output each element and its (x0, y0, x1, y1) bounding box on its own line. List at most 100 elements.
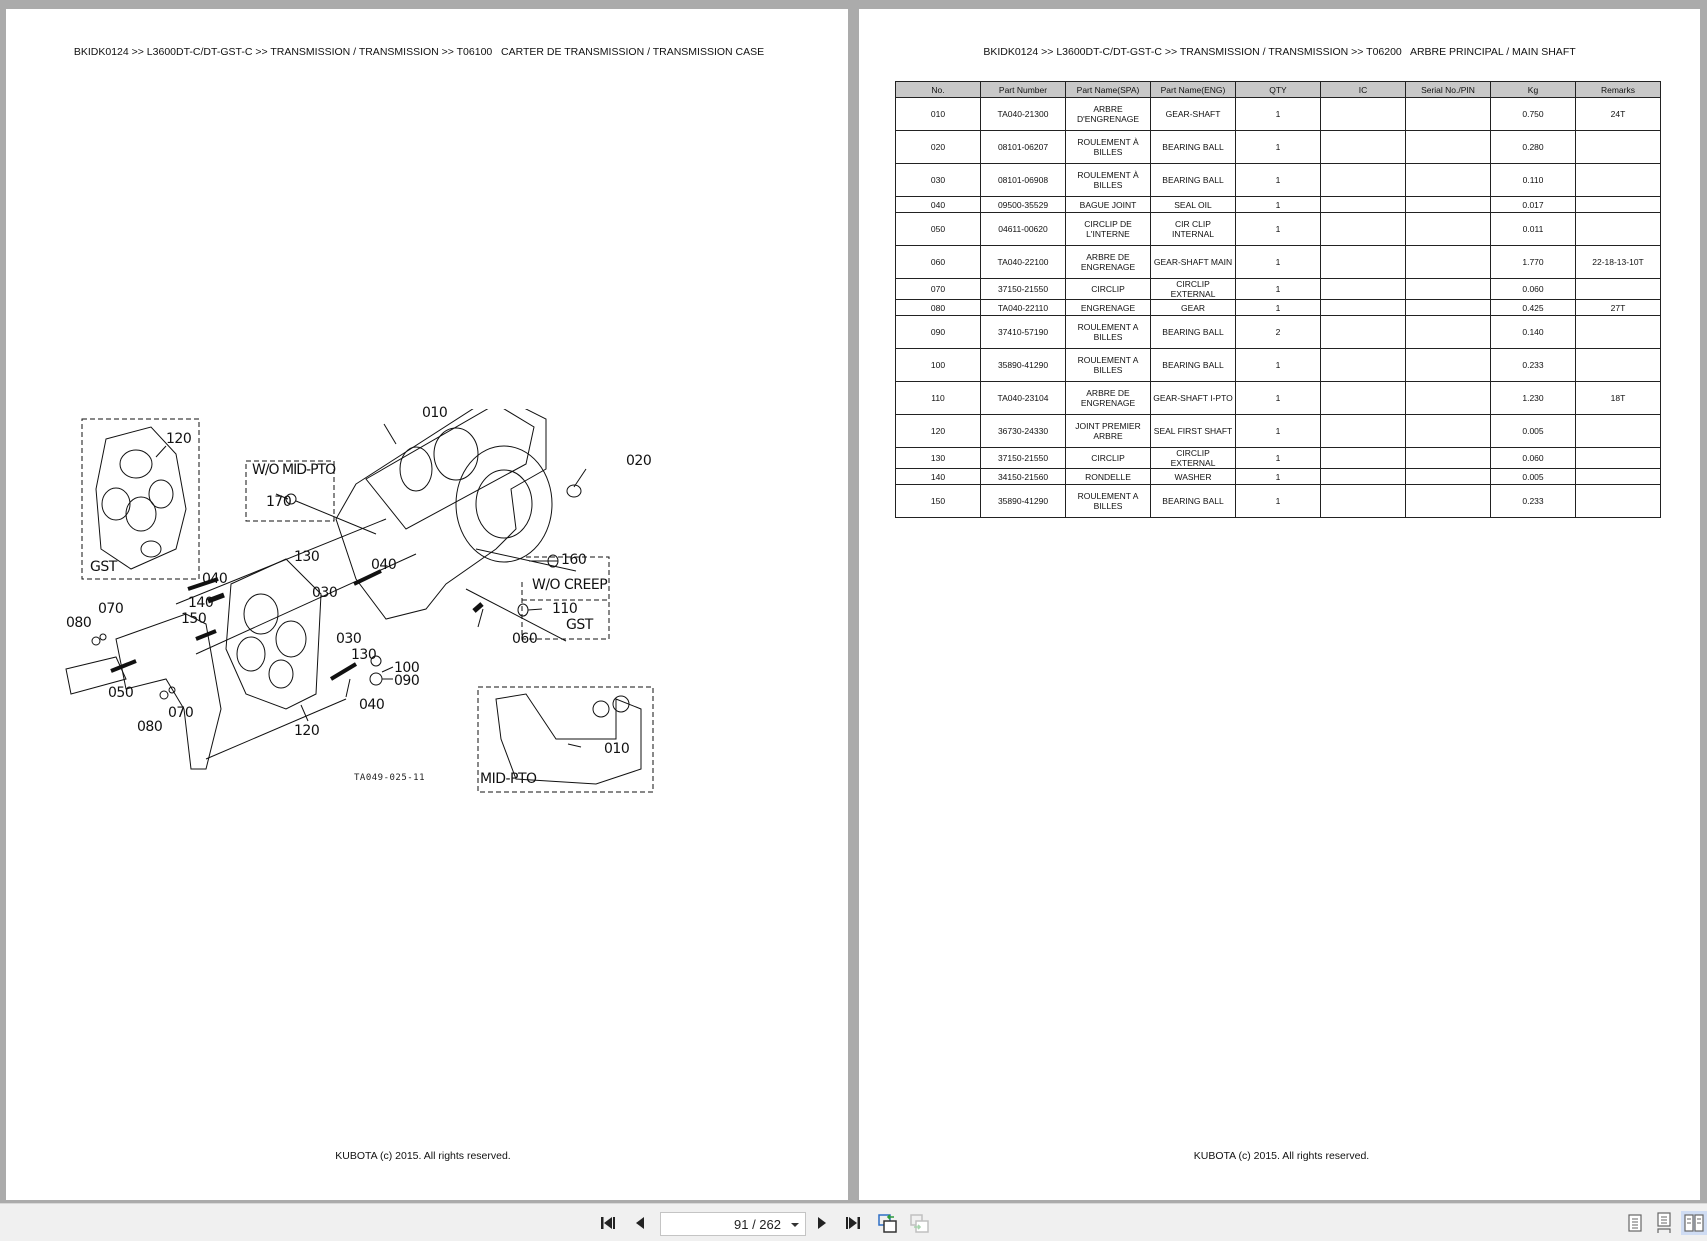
cell-remarks: 22-18-13-10T (1575, 245, 1661, 279)
callout-130: 130 (294, 549, 320, 565)
callout-010: 010 (422, 405, 448, 421)
column-header-part-name-eng: Part Name(ENG) (1150, 81, 1236, 98)
cell-name-eng: BEARING BALL (1150, 130, 1236, 164)
cell-part-number: TA040-22100 (980, 245, 1066, 279)
table-row: 070 37150-21550 CIRCLIP CIRCLIP EXTERNAL… (895, 278, 1661, 300)
callout-060: 060 (512, 631, 538, 647)
cell-serial (1405, 245, 1491, 279)
cell-kg: 0.233 (1490, 484, 1576, 518)
cell-name-eng: WASHER (1150, 468, 1236, 485)
continuous-view-icon (1657, 1212, 1671, 1233)
gst-label: GST (90, 559, 117, 575)
cell-kg: 0.140 (1490, 315, 1576, 349)
cell-kg: 0.005 (1490, 468, 1576, 485)
cell-qty: 1 (1235, 348, 1321, 382)
table-row: 110 TA040-23104 ARBRE DE ENGRENAGE GEAR-… (895, 381, 1661, 415)
diagram-reference-code: TA049-025-11 (354, 773, 426, 783)
page-number-dropdown[interactable]: 91 / 262 (660, 1212, 806, 1236)
cell-name-spa: ROULEMENT À BILLES (1065, 130, 1151, 164)
facing-pages-view-button[interactable] (1681, 1211, 1707, 1235)
callout-080: 080 (137, 719, 163, 735)
cell-no: 030 (895, 163, 981, 197)
cell-remarks (1575, 163, 1661, 197)
cell-no: 050 (895, 212, 981, 246)
next-page-button[interactable] (812, 1213, 832, 1233)
callout-110: 110 (552, 601, 578, 617)
cell-name-spa: ARBRE DE ENGRENAGE (1065, 381, 1151, 415)
cell-serial (1405, 196, 1491, 213)
callout-140: 140 (188, 595, 214, 611)
cell-ic (1320, 163, 1406, 197)
callout-070: 070 (168, 705, 194, 721)
navigation-toolbar: 91 / 262 (0, 1203, 1707, 1241)
cell-kg: 0.060 (1490, 447, 1576, 469)
column-header-qty: QTY (1235, 81, 1321, 98)
cell-qty: 1 (1235, 484, 1321, 518)
cell-remarks (1575, 447, 1661, 469)
continuous-view-button[interactable] (1652, 1211, 1676, 1235)
cell-part-number: TA040-21300 (980, 97, 1066, 131)
cell-qty: 2 (1235, 315, 1321, 349)
cell-no: 020 (895, 130, 981, 164)
table-row: 100 35890-41290 ROULEMENT A BILLES BEARI… (895, 348, 1661, 382)
cell-no: 120 (895, 414, 981, 448)
callout-040: 040 (371, 557, 397, 573)
cell-part-number: 08101-06908 (980, 163, 1066, 197)
cell-kg: 1.230 (1490, 381, 1576, 415)
next-page-icon (818, 1217, 826, 1229)
cell-ic (1320, 484, 1406, 518)
cell-kg: 1.770 (1490, 245, 1576, 279)
first-page-button[interactable] (598, 1213, 618, 1233)
cell-ic (1320, 97, 1406, 131)
cell-name-spa: ROULEMENT A BILLES (1065, 484, 1151, 518)
cell-part-number: 35890-41290 (980, 484, 1066, 518)
table-row: 060 TA040-22100 ARBRE DE ENGRENAGE GEAR-… (895, 245, 1661, 279)
cell-name-eng: CIRCLIP EXTERNAL (1150, 447, 1236, 469)
cell-part-number: 08101-06207 (980, 130, 1066, 164)
cell-name-spa: ROULEMENT A BILLES (1065, 315, 1151, 349)
cell-part-number: 09500-35529 (980, 196, 1066, 213)
cell-name-spa: ARBRE D'ENGRENAGE (1065, 97, 1151, 131)
cell-serial (1405, 348, 1491, 382)
cell-kg: 0.011 (1490, 212, 1576, 246)
cell-ic (1320, 130, 1406, 164)
table-row: 080 TA040-22110 ENGRENAGE GEAR 1 0.425 2… (895, 299, 1661, 316)
cell-name-eng: GEAR-SHAFT I-PTO (1150, 381, 1236, 415)
next-view-button[interactable] (908, 1213, 932, 1233)
page-footer: KUBOTA (c) 2015. All rights reserved. (1193, 1150, 1370, 1162)
callout-170: 170 (266, 494, 292, 510)
cell-remarks (1575, 484, 1661, 518)
cell-part-number: 37150-21550 (980, 447, 1066, 469)
single-page-view-icon (1628, 1214, 1642, 1232)
cell-name-spa: ROULEMENT A BILLES (1065, 348, 1151, 382)
cell-qty: 1 (1235, 245, 1321, 279)
callout-160: 160 (561, 552, 587, 568)
column-header-ic: IC (1320, 81, 1406, 98)
cell-qty: 1 (1235, 163, 1321, 197)
single-page-view-button[interactable] (1623, 1211, 1647, 1235)
cell-name-eng: BEARING BALL (1150, 484, 1236, 518)
cell-remarks (1575, 212, 1661, 246)
cell-no: 080 (895, 299, 981, 316)
cell-part-number: TA040-23104 (980, 381, 1066, 415)
cell-ic (1320, 414, 1406, 448)
chevron-down-icon (791, 1223, 799, 1227)
callout-030: 030 (336, 631, 362, 647)
cell-kg: 0.005 (1490, 414, 1576, 448)
cell-serial (1405, 447, 1491, 469)
cell-remarks (1575, 130, 1661, 164)
callout-020: 020 (626, 453, 652, 469)
gst-label: GST (566, 617, 593, 633)
cell-serial (1405, 97, 1491, 131)
cell-name-eng: SEAL OIL (1150, 196, 1236, 213)
cell-name-spa: ROULEMENT À BILLES (1065, 163, 1151, 197)
cell-qty: 1 (1235, 447, 1321, 469)
previous-view-button[interactable] (876, 1213, 900, 1233)
callout-040: 040 (359, 697, 385, 713)
cell-kg: 0.060 (1490, 278, 1576, 300)
callout-130: 130 (351, 647, 377, 663)
cell-remarks (1575, 196, 1661, 213)
cell-no: 140 (895, 468, 981, 485)
previous-page-button[interactable] (630, 1213, 650, 1233)
last-page-button[interactable] (843, 1213, 863, 1233)
